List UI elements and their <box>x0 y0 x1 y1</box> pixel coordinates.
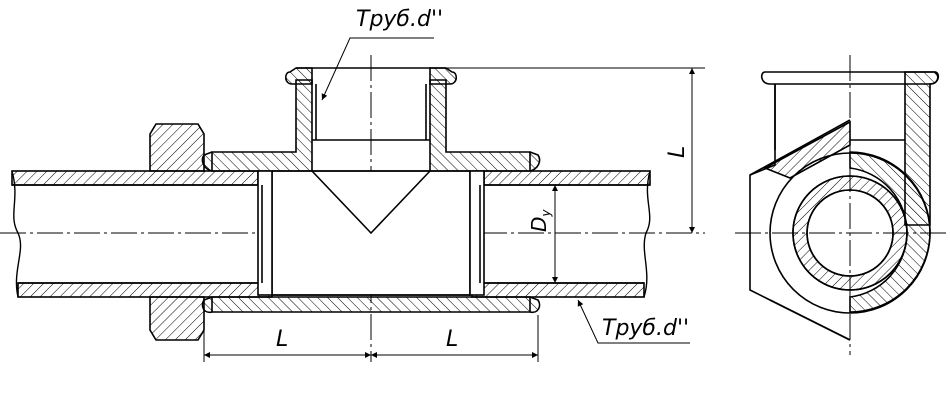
length-label-left: L <box>276 327 288 352</box>
side-body-circle <box>769 152 931 314</box>
diameter-label: Dy <box>527 209 553 232</box>
left-pipe-wall-top <box>11 170 271 186</box>
right-pipe-end <box>469 170 485 296</box>
top-rim-left <box>201 151 213 172</box>
svg-text:Dy: Dy <box>527 209 553 232</box>
side-hex-band <box>763 120 851 179</box>
left-nut-bottom <box>149 296 205 341</box>
tee-body-top-right <box>429 79 531 186</box>
diameter-label-main: D <box>527 217 551 232</box>
front-dimensions <box>203 37 705 362</box>
left-pipe-wall-bottom <box>17 282 273 298</box>
right-pipe-wall-top <box>471 170 651 186</box>
leader-bottom <box>577 299 690 344</box>
bottom-rim-right <box>529 296 541 314</box>
thread-label-top: Труб.d'' <box>356 7 443 32</box>
leader-top <box>321 37 434 101</box>
bottom-rim-left <box>201 296 213 314</box>
thread-label-bottom: Труб.d'' <box>602 316 689 341</box>
left-pipe-break <box>11 170 22 298</box>
length-label-right: L <box>446 327 458 352</box>
tee-body-bottom <box>211 296 531 313</box>
tee-body-top-left <box>211 79 313 186</box>
length-label-vertical: L <box>665 146 690 158</box>
right-pipe-wall-bottom <box>471 282 645 298</box>
top-rim-right <box>529 151 541 172</box>
front-view <box>0 55 705 362</box>
left-pipe-end <box>257 170 273 296</box>
right-pipe-break <box>643 170 651 298</box>
side-view <box>735 55 950 355</box>
left-nut-top <box>149 123 205 172</box>
branch-rim-left <box>284 67 313 85</box>
drill-cone <box>311 170 431 235</box>
branch-rim-right <box>429 67 458 85</box>
side-pipe-bore <box>806 189 894 277</box>
diameter-label-sub: y <box>539 209 553 218</box>
